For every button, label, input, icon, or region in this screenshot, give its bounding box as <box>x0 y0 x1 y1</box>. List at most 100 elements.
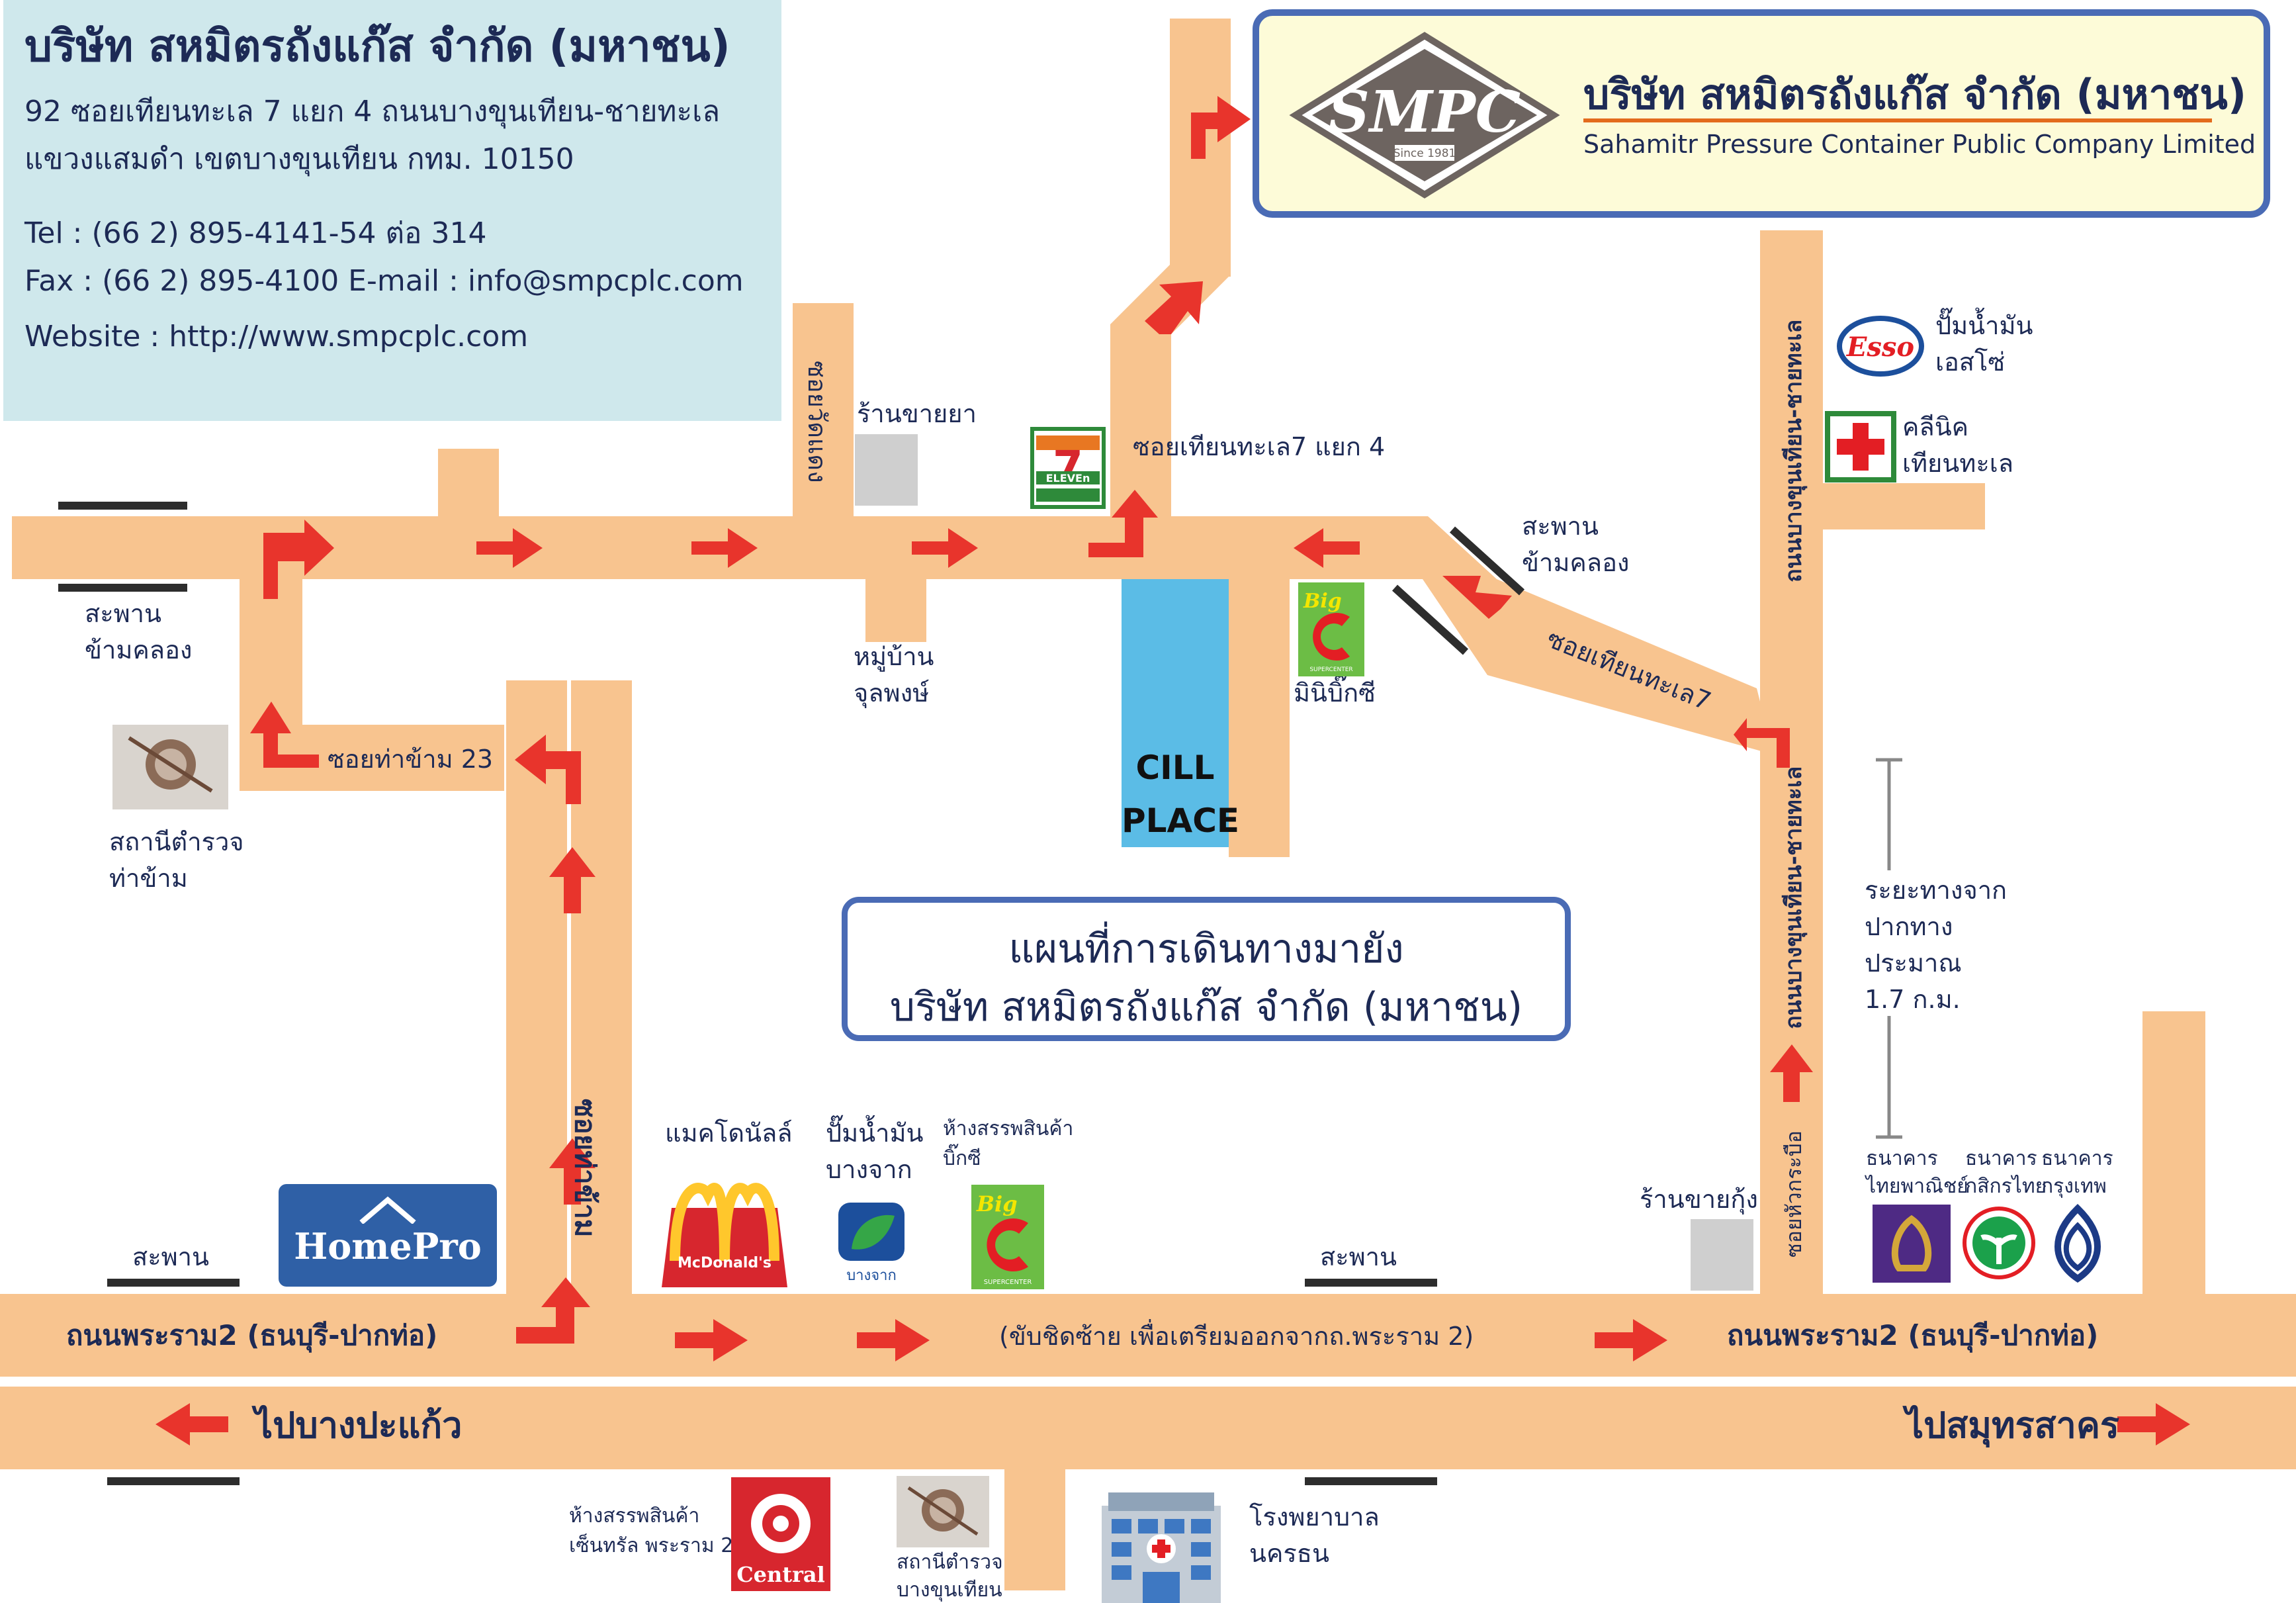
map-title-panel: แผนที่การเดินทางมายัง บริษัท สหมิตรถังแก… <box>842 897 1571 1041</box>
road-soi-tha-kham-b <box>571 680 632 1296</box>
arrow-turn-icon <box>1191 96 1251 159</box>
cill-place-line: CILL <box>1135 749 1215 787</box>
bridge-bar <box>1305 1477 1437 1485</box>
house-roof-icon <box>359 1196 416 1224</box>
label-mini-bigc: มินิบิ๊กซี <box>1294 675 1376 708</box>
label-bangchak: ปั๊มน้ำมันบางจาก <box>826 1115 924 1184</box>
company-name-th: บริษัท สหมิตรถังแก๊ส จำกัด (มหาชน) <box>1583 70 2247 118</box>
arrow-turn-icon <box>516 1277 590 1344</box>
label-bank-kbank: ธนาคารกสิกรไทย <box>1965 1147 2047 1198</box>
label-pharmacy: ร้านขายยา <box>857 399 977 428</box>
company-info-panel: บริษัท สหมิตรถังแก๊ส จำกัด (มหาชน) 92 ซอ… <box>3 0 781 421</box>
arrow-turn-icon <box>515 735 581 804</box>
mcdonalds-logo-icon: McDonald's <box>662 1183 787 1287</box>
cill-place-building: CILL PLACE <box>1122 579 1239 847</box>
homepro-logo: HomePro <box>279 1184 497 1287</box>
direction-arrows <box>155 96 2190 1445</box>
svg-text:Big: Big <box>976 1191 1018 1216</box>
road-cill-strip <box>1229 579 1290 857</box>
road-soi-7-4 <box>1110 334 1171 520</box>
rama2-inbound-lane <box>0 1294 2296 1377</box>
cill-place-label: CILL PLACE <box>1122 741 1239 847</box>
label-police-thakham: สถานีตำรวจท่าข้าม <box>109 827 244 893</box>
bridge-markers <box>58 502 1525 1485</box>
bridge-bar <box>58 502 187 510</box>
arrow-turn-icon <box>250 702 319 768</box>
hospital-building-icon <box>1102 1492 1221 1603</box>
label-hospital: โรงพยาบาลนครธน <box>1249 1502 1380 1568</box>
bridge-bar <box>107 1477 240 1485</box>
svg-text:Esso: Esso <box>1846 332 1914 363</box>
road-bank-branch <box>2142 1011 2205 1296</box>
bridge-bar <box>107 1279 240 1287</box>
svg-text:Since 1981: Since 1981 <box>1393 147 1456 160</box>
map-title-line-1: แผนที่การเดินทางมายัง <box>1008 926 1404 972</box>
distance-scale <box>1876 758 1902 1139</box>
label-bank-scb: ธนาคารไทยพาณิชย์ <box>1865 1147 1968 1198</box>
bridge-bar <box>1391 584 1469 655</box>
svg-text:7: 7 <box>1053 441 1083 492</box>
arrow-up-icon <box>549 847 596 913</box>
label-esso: ปั๊มน้ำมันเอสโซ่ <box>1935 307 2033 377</box>
label-soi-7-4: ซอยเทียนทะเล7 แยก 4 <box>1133 432 1385 461</box>
road-soi-tha-kham-a <box>506 680 567 1296</box>
central-logo-icon: Central <box>731 1477 830 1591</box>
address-line-1: 92 ซอยเทียนทะเล 7 แยก 4 ถนนบางขุนเทียน-ช… <box>24 95 721 129</box>
map-labels: ถนนพระราม2 (ธนบุรี-ปากท่อ) ถนนพระราม2 (ธ… <box>66 320 2119 1448</box>
bridge-bar <box>1305 1279 1437 1287</box>
svg-text:บางจาก: บางจาก <box>846 1267 897 1284</box>
label-to-bangpakaeo: ไปบางปะแก้ว <box>251 1404 463 1446</box>
seven-eleven-logo-icon: 7 ELEVEn <box>1030 427 1106 509</box>
bridge-bar <box>58 584 187 592</box>
label-soi-hua-krabue: ซอยหัวกระบือ <box>1781 1130 1806 1258</box>
bigc-logo-icon: Big SUPERCENTER <box>1298 582 1364 676</box>
scb-bank-logo-icon <box>1873 1205 1951 1283</box>
arrow-right-icon <box>476 528 543 568</box>
label-rama2-left: ถนนพระราม2 (ธนบุรี-ปากท่อ) <box>66 1319 437 1353</box>
label-shrimp-shop: ร้านขายกุ้ง <box>1640 1185 1758 1214</box>
label-rama2-right: ถนนพระราม2 (ธนบุรี-ปากท่อ) <box>1727 1319 2098 1353</box>
rama2-outbound-lane <box>0 1387 2296 1469</box>
arrow-up-right-icon <box>1145 281 1203 334</box>
smpc-logo-icon: SMPC Since 1981 <box>1289 32 1560 199</box>
arrow-right-icon <box>912 528 978 568</box>
fax-email: Fax : (66 2) 895-4100 E-mail : info@smpc… <box>24 264 744 298</box>
svg-text:McDonald's: McDonald's <box>678 1255 772 1271</box>
kbank-logo-icon <box>1963 1207 2035 1279</box>
arrow-right-icon <box>2117 1403 2190 1445</box>
bangchak-logo-icon: บางจาก <box>835 1199 908 1284</box>
label-bang-khun-thian-top: ถนนบางขุนเทียน-ชายทะเล <box>1781 320 1808 582</box>
label-bridge-bottom-mid: สะพาน <box>1320 1242 1397 1271</box>
label-soi-wat-daeng: ซอยวัดแดง <box>803 361 832 483</box>
svg-text:SUPERCENTER: SUPERCENTER <box>984 1279 1032 1286</box>
arrow-up-icon <box>1770 1044 1813 1102</box>
arrow-turn-icon <box>1734 718 1790 768</box>
arrow-up-left-icon <box>1442 576 1512 619</box>
label-village: หมู่บ้านจุลพงษ์ <box>854 642 934 708</box>
road-soi-wat-daeng <box>793 303 854 518</box>
bigc-logo-icon: Big SUPERCENTER <box>971 1185 1044 1289</box>
label-soi-tha-kham-23: ซอยท่าข้าม 23 <box>328 745 493 774</box>
arrow-left-icon <box>1294 528 1360 568</box>
company-name-heading: บริษัท สหมิตรถังแก๊ส จำกัด (มหาชน) <box>24 21 730 71</box>
label-bridge-right: สะพานข้ามคลอง <box>1522 512 1629 577</box>
svg-text:Big: Big <box>1303 590 1342 613</box>
svg-text:Central: Central <box>736 1562 825 1587</box>
label-soi-tha-kham: ซอยท่าข้าม <box>569 1099 601 1238</box>
arrow-right-icon <box>691 528 758 568</box>
label-bridge-left: สะพานข้ามคลอง <box>85 599 192 664</box>
road-bang-khun-thian <box>1760 230 1823 1296</box>
bridge-bar <box>1449 526 1525 596</box>
company-name-en: Sahamitr Pressure Container Public Compa… <box>1583 130 2256 159</box>
label-mcdonalds: แมคโดนัลล์ <box>665 1119 793 1148</box>
svg-text:ELEVEn: ELEVEn <box>1046 472 1090 484</box>
arrow-left-icon <box>155 1403 228 1445</box>
road-soi-tian-talay-7 <box>1423 516 1773 755</box>
road-stub-top <box>438 449 499 518</box>
svg-text:SMPC: SMPC <box>1329 79 1521 146</box>
label-clinic: คลีนิคเทียนทะเล <box>1902 412 2013 478</box>
label-police-bangkhuntian: สถานีตำรวจบางขุนเทียน <box>897 1551 1003 1602</box>
website: Website : http://www.smpcplc.com <box>24 320 529 354</box>
label-central: ห้างสรรพสินค้าเซ็นทรัล พระราม 2 <box>569 1504 733 1557</box>
